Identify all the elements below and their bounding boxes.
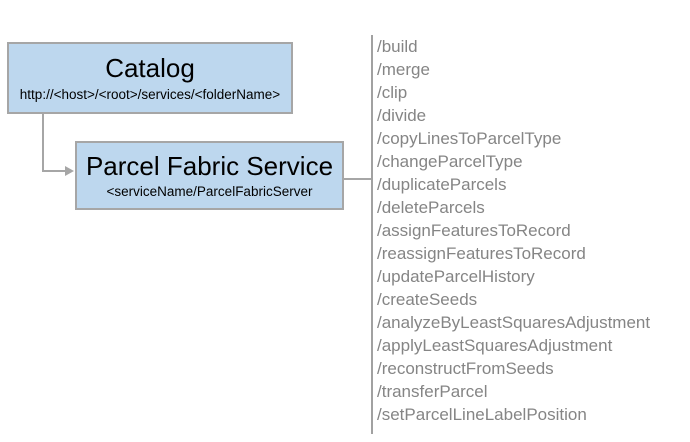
endpoint-item: /merge [377, 60, 430, 79]
endpoint-list-rail [371, 35, 373, 434]
endpoint-item: /duplicateParcels [377, 175, 507, 194]
endpoint-item: /transferParcel [377, 382, 488, 401]
endpoint-item: /build [377, 37, 418, 56]
connector-service-to-endpoints-line [344, 178, 371, 180]
endpoint-item: /clip [377, 83, 408, 102]
endpoint-item: /reassignFeaturesToRecord [377, 244, 586, 263]
endpoint-item: /analyzeByLeastSquaresAdjustment [377, 313, 651, 332]
endpoint-item: /divide [377, 106, 427, 125]
endpoint-item: /copyLinesToParcelType [377, 129, 562, 148]
endpoint-item: /updateParcelHistory [377, 267, 535, 286]
catalog-node: Catalog http://<host>/<root>/services/<f… [7, 42, 293, 114]
endpoint-list: /build /merge /clip /divide /copyLinesTo… [377, 35, 650, 426]
catalog-url-pattern: http://<host>/<root>/services/<folderNam… [19, 86, 281, 102]
parcel-fabric-service-node: Parcel Fabric Service <serviceName/Parce… [75, 141, 344, 210]
endpoint-item: /applyLeastSquaresAdjustment [377, 336, 613, 355]
service-name-pattern: <serviceName/ParcelFabricServer [106, 184, 313, 200]
service-title: Parcel Fabric Service [85, 150, 334, 181]
arrow-right-icon [65, 166, 74, 176]
endpoint-item: /createSeeds [377, 290, 478, 309]
endpoint-item: /changeParcelType [377, 152, 523, 171]
endpoint-item: /assignFeaturesToRecord [377, 221, 571, 240]
catalog-title: Catalog [105, 53, 195, 84]
connector-down-line [42, 114, 44, 172]
connector-elbow-line [42, 170, 66, 172]
endpoint-item: /setParcelLineLabelPosition [377, 405, 587, 424]
endpoint-item: /reconstructFromSeeds [377, 359, 554, 378]
endpoint-item: /deleteParcels [377, 198, 485, 217]
